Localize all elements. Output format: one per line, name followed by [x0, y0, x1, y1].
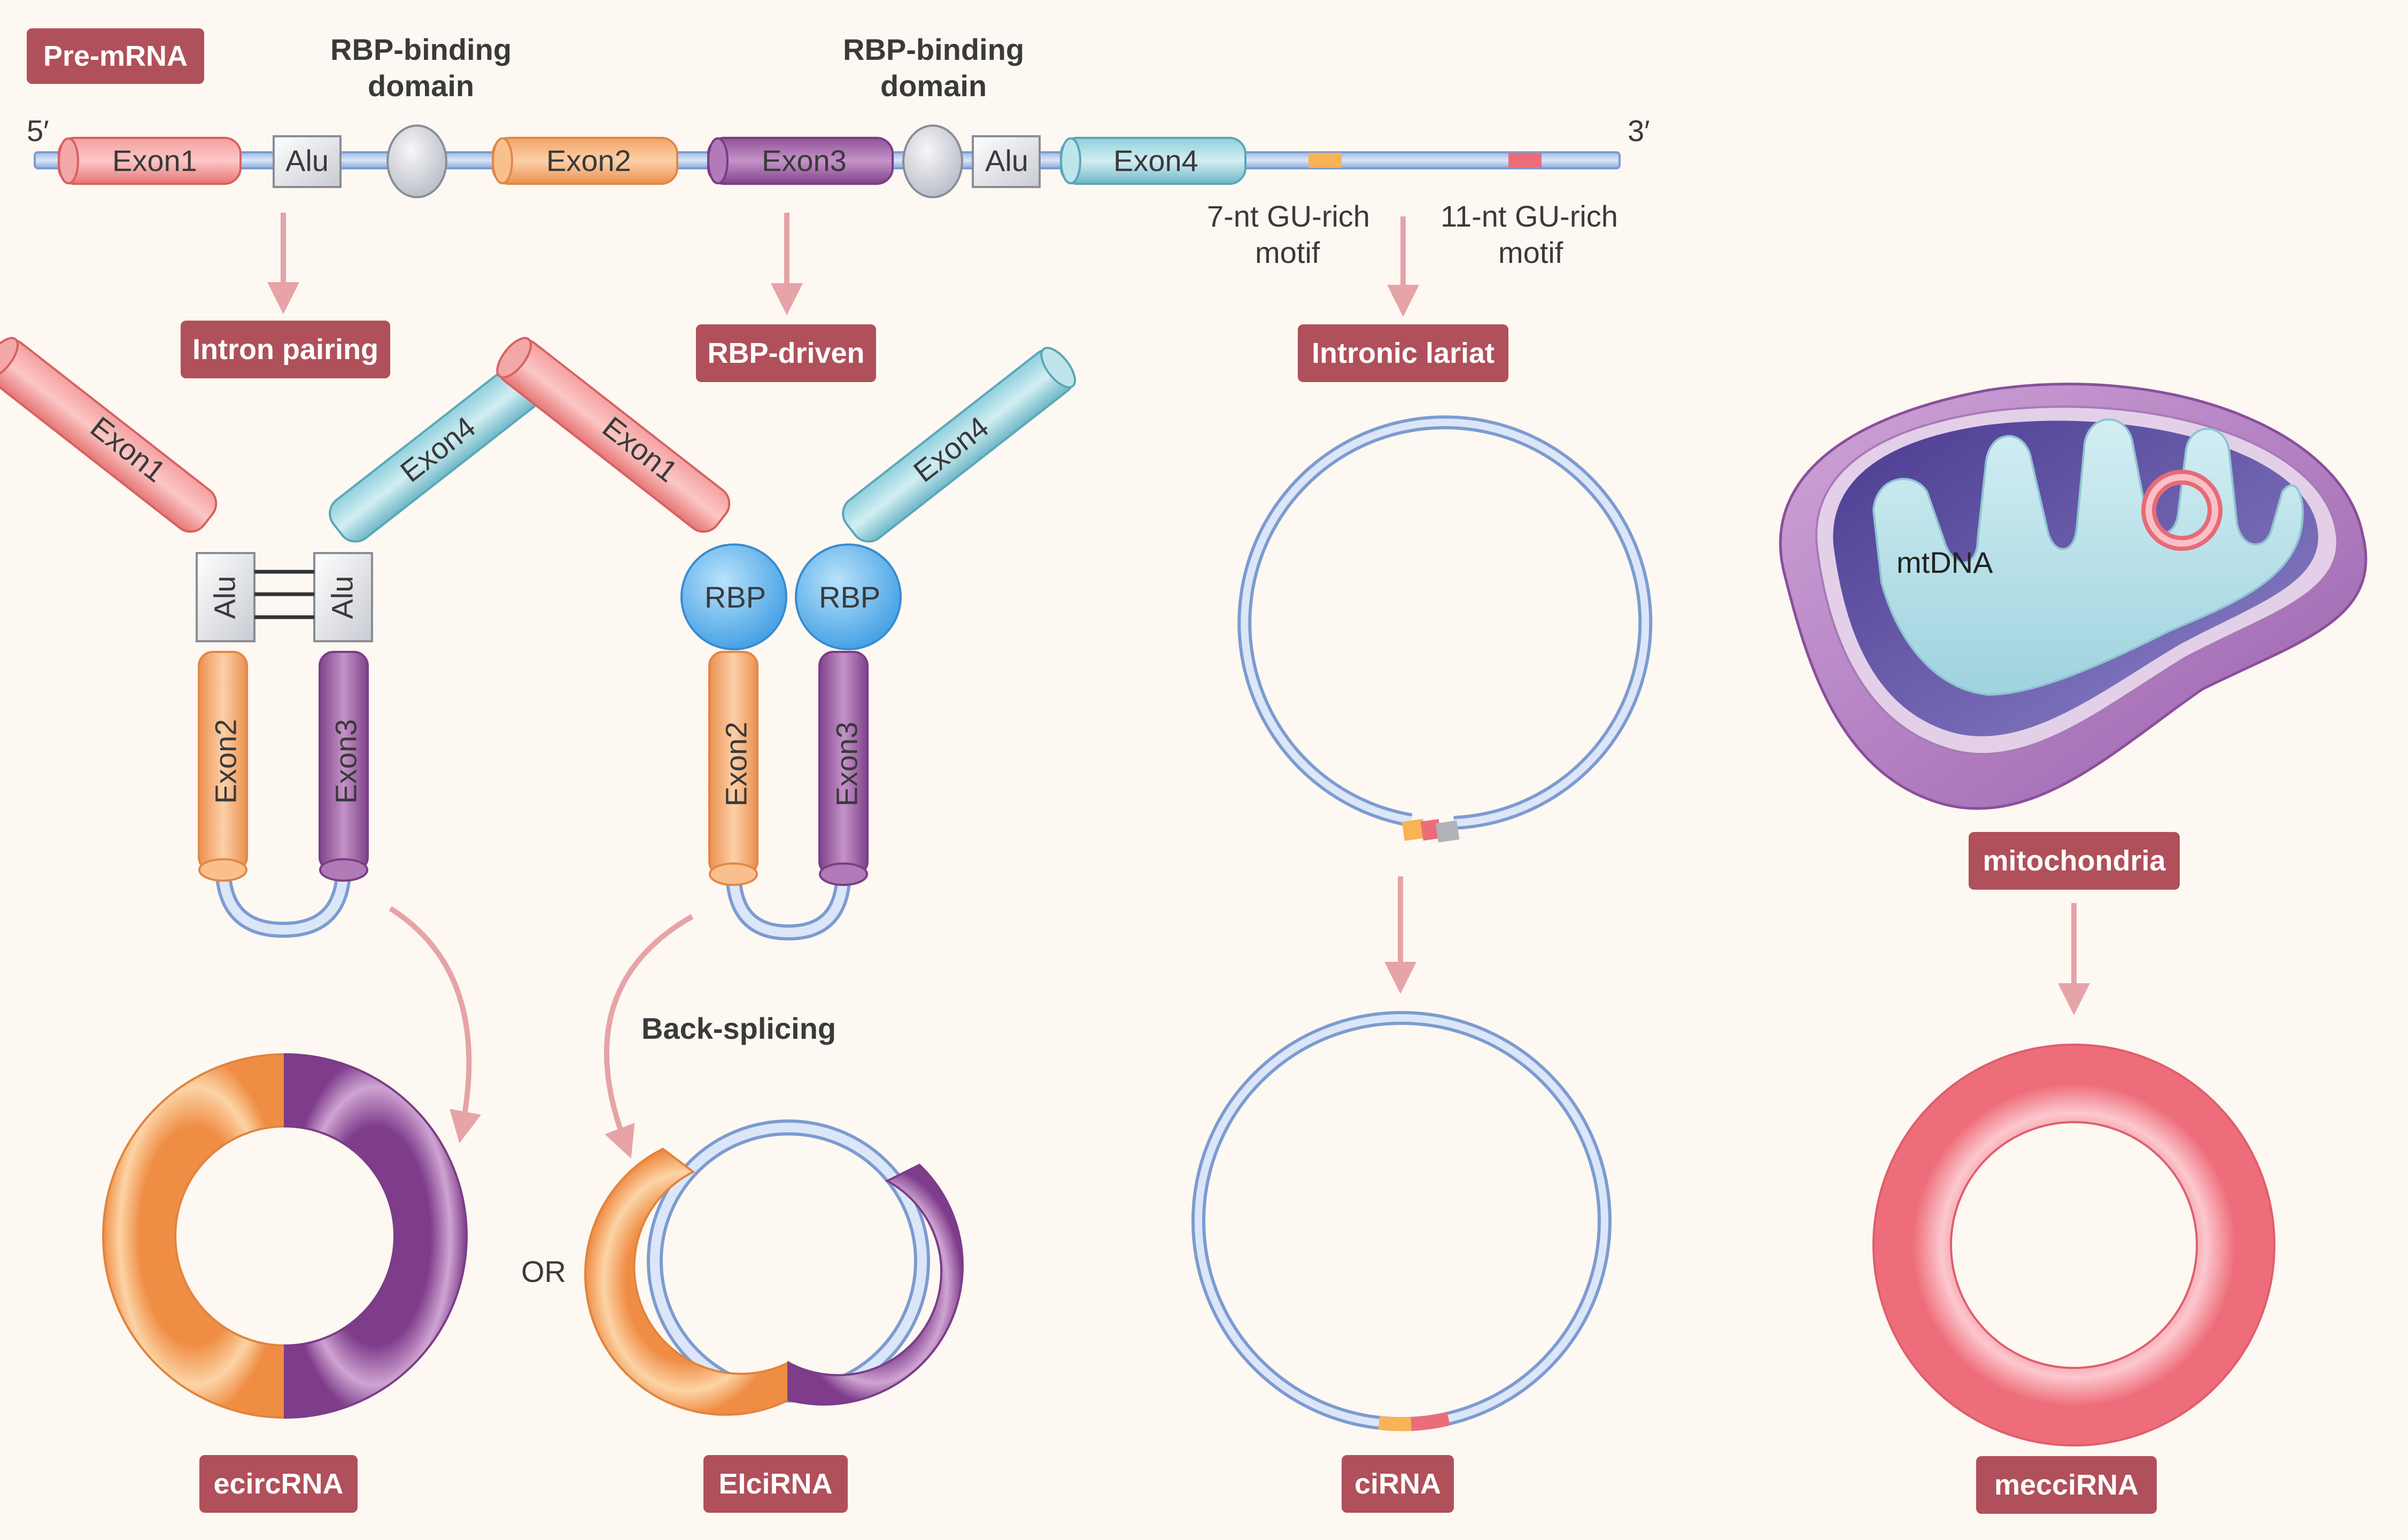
- alu-left-label: Alu: [207, 575, 242, 619]
- exon3-rbp-driven-label: Exon3: [830, 721, 864, 807]
- or-label: OR: [521, 1255, 566, 1288]
- rbp-domain-1-line2: domain: [368, 69, 475, 103]
- alu-top-2-label: Alu: [985, 144, 1028, 177]
- exon4-top-label: Exon4: [1113, 144, 1198, 177]
- motif-11nt-top: [1508, 153, 1542, 168]
- intronic-lariat: [1237, 415, 1653, 843]
- exon2-rbp-driven: [708, 651, 758, 886]
- arrow-to-ecircrna: [389, 906, 482, 1144]
- five-prime-label: 5′: [27, 114, 49, 147]
- pre-mrna-label: Pre-mRNA: [27, 28, 204, 84]
- rbp-binding-site-1: [386, 125, 447, 198]
- exon3-intron-pairing: [319, 651, 369, 882]
- cirna-ring: [1191, 1011, 1612, 1432]
- exon2-top-label: Exon2: [546, 144, 631, 177]
- alu-top-2: [972, 135, 1041, 188]
- rbp-driven-label: RBP-driven: [696, 324, 876, 382]
- elcirna-ring: [584, 1119, 964, 1416]
- arrow-to-elcirna: [604, 914, 694, 1159]
- exon2-intron-pairing-label: Exon2: [208, 719, 243, 804]
- alu-top-1-label: Alu: [285, 144, 329, 177]
- motif-11nt-line1: 11-nt GU-rich: [1441, 199, 1618, 233]
- exon3-top: [707, 137, 894, 185]
- meccirna-label: mecciRNA: [1976, 1456, 2157, 1514]
- exon1-intron-pairing: [0, 337, 218, 533]
- three-prime-label: 3′: [1628, 114, 1650, 147]
- elcirna-label: EIciRNA: [703, 1455, 848, 1513]
- back-splicing-label: Back-splicing: [641, 1012, 837, 1045]
- cirna-label: ciRNA: [1342, 1455, 1454, 1513]
- exon4-rbp-driven: [842, 347, 1076, 543]
- motif-7nt-top: [1308, 153, 1342, 168]
- intronic-lariat-label: Intronic lariat: [1298, 324, 1508, 382]
- motif-7nt-line1: 7-nt GU-rich: [1207, 199, 1370, 233]
- rbp-protein-1: [680, 543, 787, 650]
- ecircrna-label: ecircRNA: [199, 1455, 358, 1513]
- rbp-domain-2-line1: RBP-binding: [843, 33, 1025, 66]
- rbp-protein-2: [795, 543, 902, 650]
- exon1-top-label: Exon1: [112, 144, 197, 177]
- exon3-intron-pairing-label: Exon3: [329, 719, 363, 804]
- exon3-top-label: Exon3: [762, 144, 847, 177]
- exon2-rbp-driven-label: Exon2: [719, 721, 753, 807]
- exon2-intron-pairing: [198, 651, 248, 882]
- alu-right-label: Alu: [325, 575, 359, 619]
- motif-11nt-line2: motif: [1498, 236, 1563, 269]
- rbp-binding-site-2: [902, 125, 963, 198]
- exon1-rbp-driven: [496, 337, 731, 533]
- motif-7nt-line2: motif: [1255, 236, 1320, 269]
- ecircrna-ring: [102, 1053, 468, 1419]
- mitochondrion: [1779, 383, 2367, 810]
- alu-top-1: [273, 135, 342, 188]
- intron-pairing-label: Intron pairing: [181, 321, 390, 378]
- exon3-rbp-driven: [818, 651, 869, 886]
- exon2-top: [492, 137, 678, 185]
- exon4-top: [1060, 137, 1246, 185]
- rbp-domain-1-line1: RBP-binding: [330, 33, 512, 66]
- rbp-domain-2-line2: domain: [880, 69, 987, 103]
- mitochondria-label: mitochondria: [1969, 832, 2180, 890]
- rbp-protein-2-label: RBP: [819, 580, 881, 614]
- rbp-protein-1-label: RBP: [704, 580, 766, 614]
- meccirna-ring: [1873, 1045, 2274, 1445]
- alu-pair: [196, 552, 373, 642]
- exon1-top: [58, 137, 242, 185]
- mtdna-label: mtDNA: [1896, 546, 1993, 579]
